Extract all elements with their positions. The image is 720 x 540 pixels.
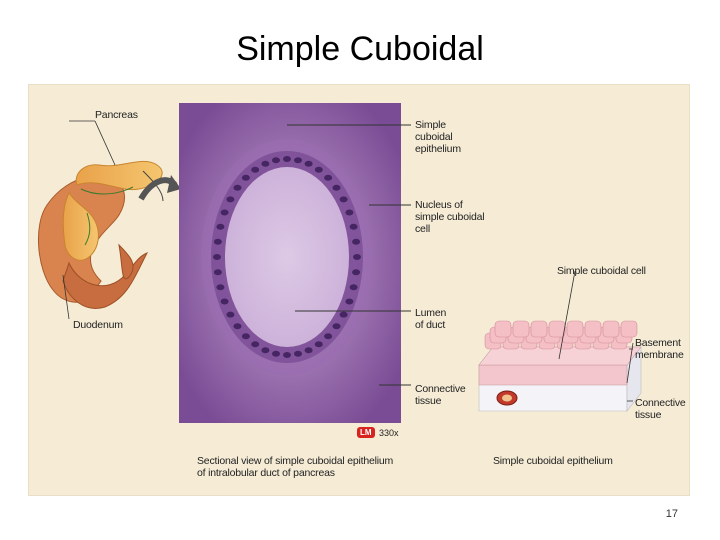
label-basement-membrane: Basement membrane (635, 337, 684, 361)
label-simple-cuboidal-cell: Simple cuboidal cell (557, 265, 646, 277)
figure-artwork (37, 103, 642, 423)
label-lumen: Lumen of duct (415, 307, 447, 331)
label-simple-cuboidal-epithelium: Simple cuboidal epithelium (415, 119, 461, 155)
cuboidal-diagram (478, 320, 642, 412)
page-number: 17 (665, 508, 678, 520)
label-connective-tissue-lm: Connective tissue (415, 383, 466, 407)
lm-badge: LM (357, 427, 375, 438)
label-pancreas: Pancreas (95, 109, 138, 121)
label-nucleus: Nucleus of simple cuboidal cell (415, 199, 485, 235)
caption-right: Simple cuboidal epithelium (493, 455, 613, 467)
magnification-label: 330x (379, 428, 399, 438)
histology-figure: Pancreas Duodenum Simple cuboidal epithe… (28, 84, 690, 496)
slide-title: Simple Cuboidal (236, 30, 484, 68)
label-connective-tissue-diagram: Connective tissue (635, 397, 686, 421)
micrograph (179, 103, 401, 423)
label-duodenum: Duodenum (73, 319, 123, 331)
caption-left: Sectional view of simple cuboidal epithe… (197, 455, 394, 479)
pancreas-illustration (37, 160, 164, 309)
